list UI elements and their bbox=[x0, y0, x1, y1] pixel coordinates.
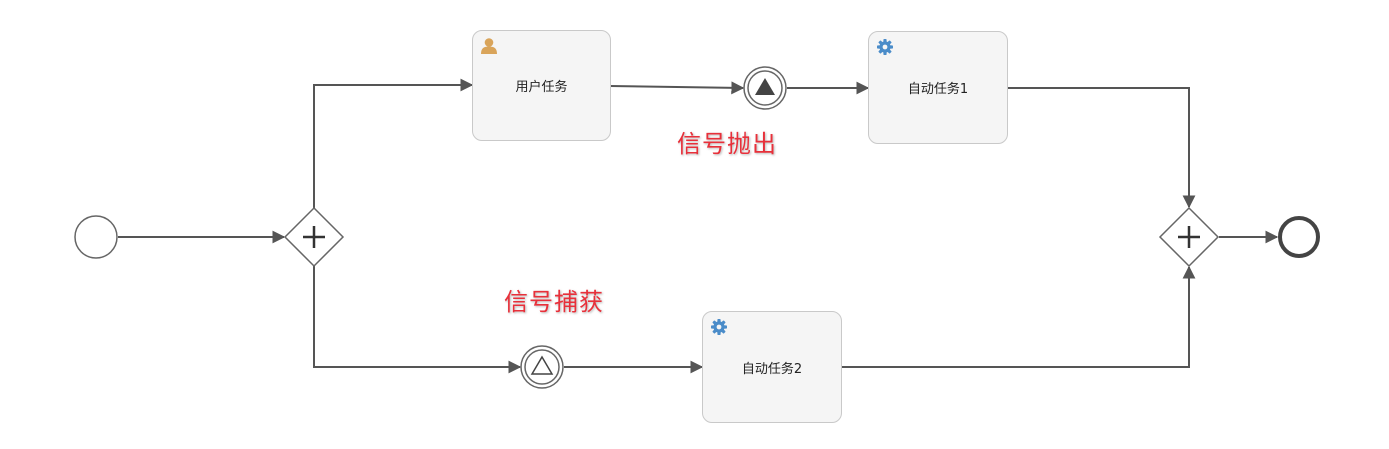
plus-icon bbox=[1178, 226, 1200, 248]
flow-auto-task-2-to-join[interactable] bbox=[842, 265, 1196, 368]
flow-user-task-to-signal-throw[interactable] bbox=[609, 81, 745, 95]
user-icon bbox=[481, 38, 497, 54]
flow-split-to-signal-catch[interactable] bbox=[313, 266, 522, 374]
signal-catch-annotation: 信号捕获 bbox=[504, 288, 604, 316]
user-task-label: 用户任务 bbox=[515, 80, 568, 95]
flow-auto-task-1-to-join[interactable] bbox=[1008, 87, 1196, 209]
auto-task-2-label: 自动任务2 bbox=[741, 361, 803, 377]
auto-task-1-label: 自动任务1 bbox=[907, 82, 969, 97]
parallel-gateway-split[interactable] bbox=[283, 206, 345, 268]
user-task[interactable]: 用户任务 bbox=[472, 30, 611, 141]
auto-task-2[interactable]: 自动任务2 bbox=[702, 311, 842, 423]
sequence-flows bbox=[118, 78, 1279, 374]
start-event[interactable] bbox=[74, 215, 118, 259]
end-event[interactable] bbox=[1278, 216, 1320, 258]
filled-signal-triangle-icon bbox=[755, 78, 775, 95]
outline-signal-triangle-icon bbox=[530, 355, 554, 375]
intermediate-signal-throw-event[interactable] bbox=[743, 66, 787, 110]
signal-throw-annotation: 信号抛出 bbox=[677, 130, 777, 158]
gear-icon bbox=[711, 319, 727, 335]
gear-icon bbox=[877, 39, 893, 55]
plus-icon bbox=[303, 226, 325, 248]
parallel-gateway-join[interactable] bbox=[1158, 206, 1220, 268]
auto-task-1[interactable]: 自动任务1 bbox=[868, 31, 1008, 144]
intermediate-signal-catch-event[interactable] bbox=[520, 345, 564, 389]
flow-split-to-user-task[interactable] bbox=[313, 78, 474, 208]
